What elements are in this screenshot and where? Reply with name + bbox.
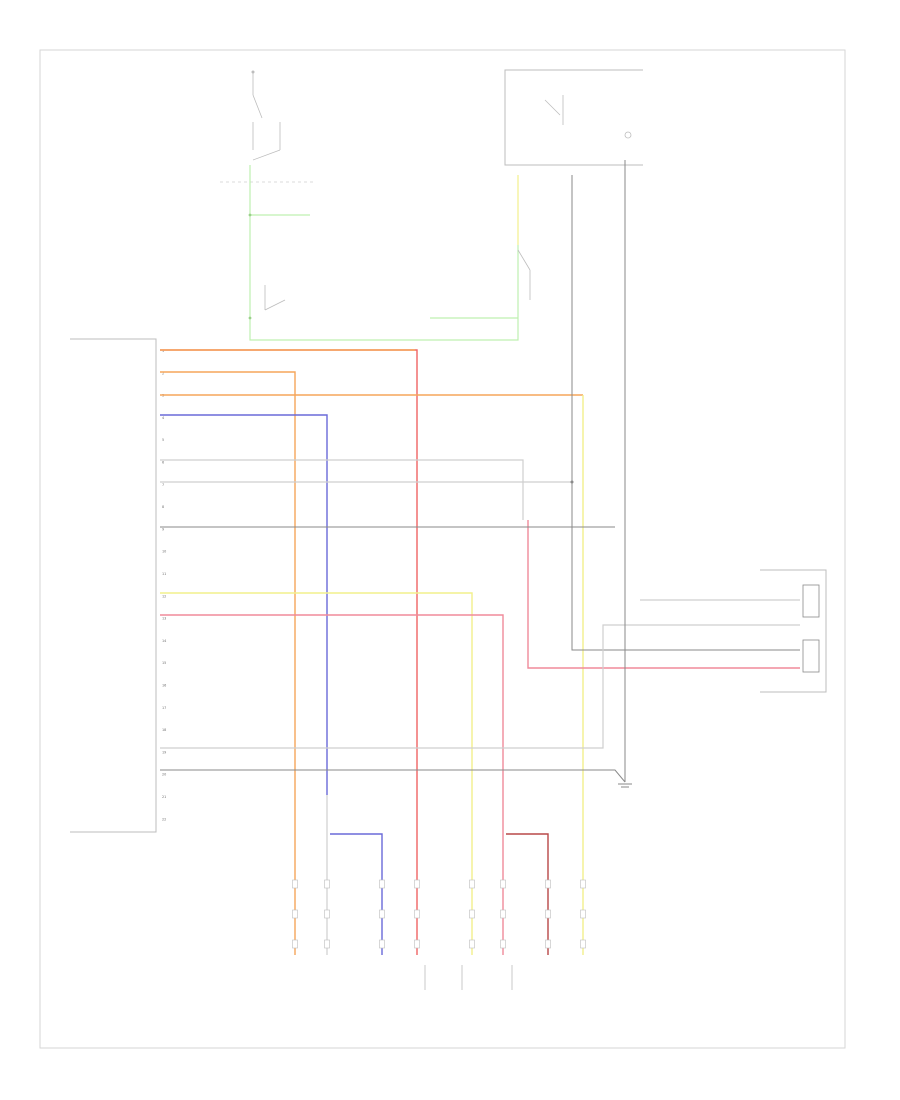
connector-terminal [324, 939, 330, 949]
wire-w10 [160, 624, 800, 749]
connector-terminal [324, 879, 330, 889]
pin-number: 1 [162, 349, 164, 353]
pin-number: 22 [162, 817, 166, 821]
pin-number: 10 [162, 550, 166, 554]
pin-number: 2 [162, 371, 164, 375]
connector-terminal [500, 909, 506, 919]
pin-number: 18 [162, 728, 166, 732]
right-connector [760, 569, 827, 693]
connector-terminal [500, 939, 506, 949]
connector-terminal [324, 909, 330, 919]
pin-number: 20 [162, 773, 166, 777]
connector-terminal [500, 879, 506, 889]
ground-symbol [618, 783, 632, 788]
pin-number: 21 [162, 795, 166, 799]
pin-number: 7 [162, 483, 164, 487]
connector-terminal [580, 909, 586, 919]
connector-terminal [292, 909, 298, 919]
wire-w9 [160, 614, 504, 955]
pin-number: 19 [162, 750, 166, 754]
pin-number: 14 [162, 639, 166, 643]
connector-terminal [580, 879, 586, 889]
connector-terminal [469, 939, 475, 949]
bottom-connectors [292, 879, 586, 949]
wire-w8 [160, 592, 473, 955]
connector-terminal [545, 909, 551, 919]
green-circuit [248, 165, 531, 341]
top-sensor [504, 69, 643, 166]
connector-terminal [379, 879, 385, 889]
wires [160, 160, 800, 955]
connector-terminal [469, 909, 475, 919]
pin-number: 4 [162, 416, 164, 420]
connector-terminal [379, 909, 385, 919]
connector-terminal [379, 939, 385, 949]
connector-terminal [292, 879, 298, 889]
pin-number: 13 [162, 617, 166, 621]
pin-number: 16 [162, 684, 166, 688]
pin-number: 11 [162, 572, 166, 576]
pin-number: 17 [162, 706, 166, 710]
connector-terminal [545, 939, 551, 949]
connector-terminal [414, 939, 420, 949]
connector-terminal [469, 879, 475, 889]
connector-terminal [580, 939, 586, 949]
wire-w1 [160, 349, 418, 955]
wire-w4 [160, 414, 328, 795]
diagram-frame [39, 49, 846, 1049]
pin-number: 9 [162, 527, 164, 531]
connector-terminal [545, 879, 551, 889]
connector-terminal [414, 879, 420, 889]
pin-number: 15 [162, 661, 166, 665]
pin-number: 8 [162, 505, 164, 509]
pin-number: 12 [162, 594, 166, 598]
connector-terminal [414, 909, 420, 919]
wire-w2 [160, 371, 296, 955]
top-switch [220, 70, 315, 183]
wire-w11 [160, 769, 626, 783]
pin-number: 6 [162, 461, 164, 465]
bottom-sensors [424, 965, 513, 990]
wire-w5 [160, 459, 524, 490]
connector-terminal [292, 939, 298, 949]
pin-number: 5 [162, 438, 164, 442]
